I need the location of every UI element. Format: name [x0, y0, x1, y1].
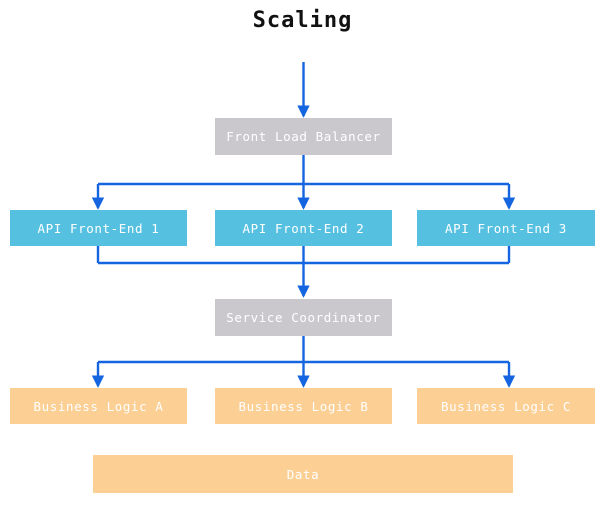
node-api-front-end-3-label: API Front-End 3 [445, 220, 567, 236]
node-data-label: Data [286, 466, 320, 482]
node-api-front-end-1-label: API Front-End 1 [37, 220, 160, 236]
node-business-logic-b-label: Business Logic B [238, 398, 369, 414]
node-business-logic-a[interactable]: Business Logic A [10, 388, 187, 424]
node-business-logic-c[interactable]: Business Logic C [417, 388, 595, 424]
page-title: Scaling [252, 8, 353, 33]
node-api-front-end-2-label: API Front-End 2 [242, 220, 365, 236]
node-front-load-balancer[interactable]: Front Load Balancer [215, 118, 392, 155]
node-api-front-end-3[interactable]: API Front-End 3 [417, 210, 595, 246]
node-business-logic-a-label: Business Logic A [33, 398, 164, 414]
node-data[interactable]: Data [93, 455, 513, 493]
node-front-load-balancer-label: Front Load Balancer [226, 129, 381, 144]
node-api-front-end-1[interactable]: API Front-End 1 [10, 210, 187, 246]
node-business-logic-c-label: Business Logic C [440, 398, 571, 414]
node-api-front-end-2[interactable]: API Front-End 2 [215, 210, 392, 246]
node-business-logic-b[interactable]: Business Logic B [215, 388, 392, 424]
node-service-coordinator[interactable]: Service Coordinator [215, 299, 392, 336]
node-service-coordinator-label: Service Coordinator [226, 310, 381, 325]
